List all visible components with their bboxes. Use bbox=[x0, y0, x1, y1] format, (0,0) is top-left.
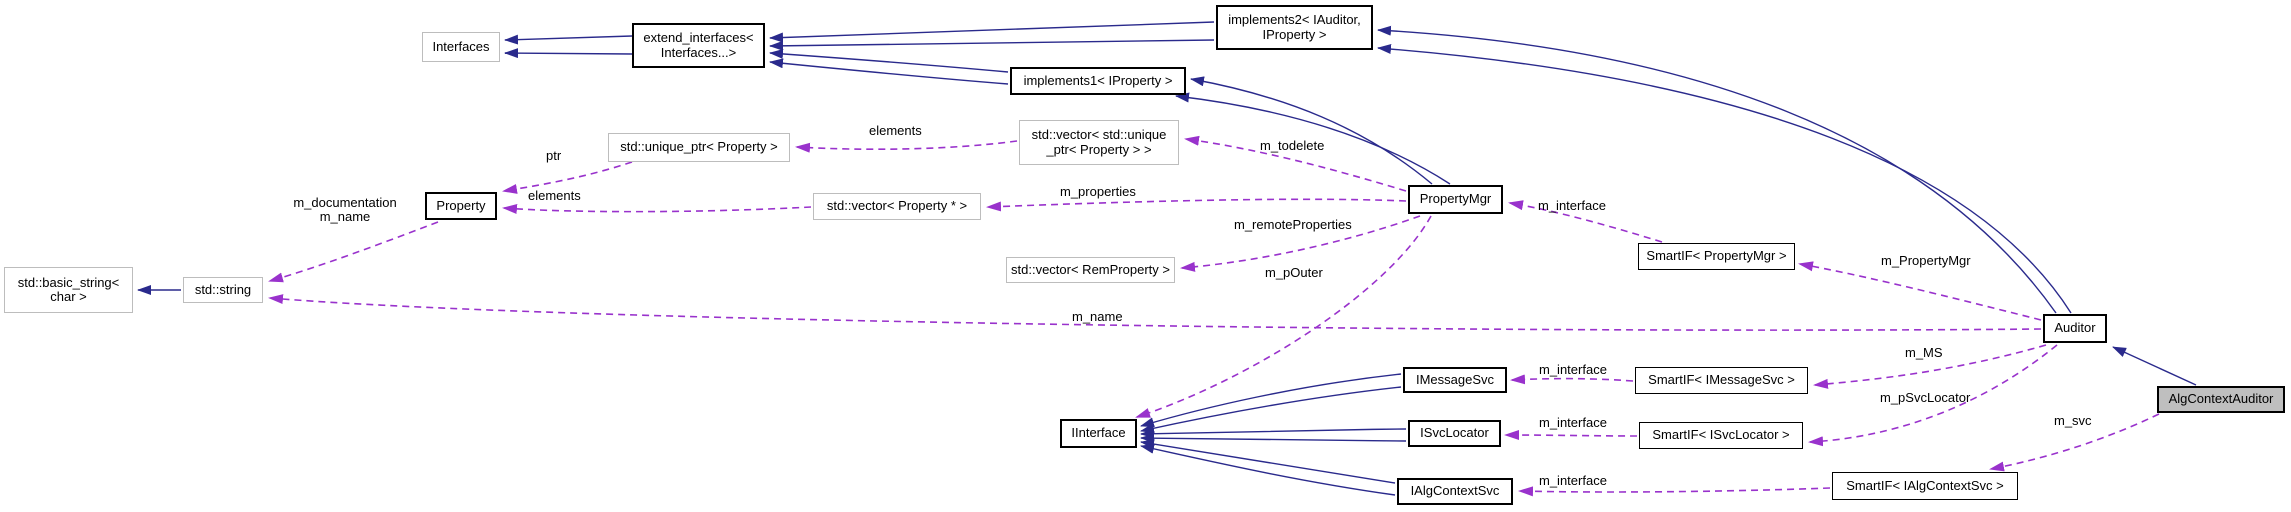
edge-propertymgr-to-implements1-2 bbox=[1175, 92, 1451, 185]
edge-imessagesvc-to-iinterface-1 bbox=[1140, 373, 1402, 428]
edge-label-m-remoteproperties: m_remoteProperties bbox=[1234, 217, 1352, 232]
edge-implements1-to-extend-1 bbox=[769, 48, 1009, 73]
edge-elements-vector-pptr bbox=[502, 203, 812, 214]
node-std-unique-ptr-property: std::unique_ptr< Property > bbox=[608, 133, 790, 162]
edge-m-interface-imessagesvc bbox=[1510, 374, 1634, 385]
edge-auditor-to-implements2-2 bbox=[1377, 44, 2072, 314]
edge-label-m-properties: m_properties bbox=[1060, 184, 1136, 199]
edge-m-ms bbox=[1813, 344, 2047, 389]
edge-extend-to-interfaces-2 bbox=[504, 48, 633, 59]
edge-isvclocator-to-iinterface-1 bbox=[1140, 428, 1407, 439]
node-std-vector-unique-ptr: std::vector< std::unique _ptr< Property … bbox=[1019, 120, 1179, 165]
node-iinterface[interactable]: IInterface bbox=[1060, 419, 1137, 448]
node-propertymgr[interactable]: PropertyMgr bbox=[1408, 185, 1503, 214]
edge-label-ptr: ptr bbox=[546, 148, 562, 163]
edge-m-psvclocator bbox=[1808, 344, 2058, 447]
edge-m-interface-isvclocator bbox=[1504, 430, 1638, 441]
edge-label-m-propertymgr: m_PropertyMgr bbox=[1881, 253, 1971, 268]
edge-auditor-to-implements2-1 bbox=[1377, 25, 2057, 314]
edge-label-m-pouter: m_pOuter bbox=[1265, 265, 1323, 280]
inheritance-edges bbox=[137, 21, 2197, 496]
edge-m-documentation-m-name bbox=[268, 221, 439, 283]
node-imessagesvc[interactable]: IMessageSvc bbox=[1403, 367, 1507, 393]
node-smartif-propertymgr[interactable]: SmartIF< PropertyMgr > bbox=[1638, 243, 1795, 270]
node-interfaces: Interfaces bbox=[422, 32, 500, 62]
node-smartif-imessagesvc[interactable]: SmartIF< IMessageSvc > bbox=[1635, 367, 1808, 394]
node-isvclocator[interactable]: ISvcLocator bbox=[1408, 420, 1501, 447]
node-smartif-isvclocator[interactable]: SmartIF< ISvcLocator > bbox=[1639, 422, 1803, 449]
edge-imessagesvc-to-iinterface-2 bbox=[1140, 386, 1402, 434]
edge-isvclocator-to-iinterface-2 bbox=[1140, 433, 1407, 444]
node-extend-interfaces[interactable]: extend_interfaces< Interfaces...> bbox=[632, 23, 765, 68]
edge-label-m-interface-imessagesvc: m_interface bbox=[1539, 362, 1607, 377]
node-std-basic-string: std::basic_string< char > bbox=[4, 267, 133, 313]
edge-label-elements-upper: elements bbox=[869, 123, 922, 138]
node-ialgcontextsvc[interactable]: IAlgContextSvc bbox=[1397, 478, 1513, 505]
node-std-string: std::string bbox=[183, 277, 263, 303]
edge-m-interface-propertymgr bbox=[1508, 200, 1663, 243]
edge-m-properties bbox=[986, 198, 1407, 212]
node-property[interactable]: Property bbox=[425, 192, 497, 220]
edge-ptr bbox=[502, 161, 633, 194]
edge-m-pouter bbox=[1135, 215, 1432, 418]
edge-m-propertymgr bbox=[1798, 261, 2042, 321]
edge-implements2-to-extend-1 bbox=[769, 21, 1215, 43]
edge-m-remoteproperties bbox=[1180, 215, 1421, 272]
edge-m-name bbox=[268, 294, 2042, 331]
node-std-vector-property-ptr: std::vector< Property * > bbox=[813, 193, 981, 220]
edge-label-m-ms: m_MS bbox=[1905, 345, 1943, 360]
edge-label-m-documentation-m-name: m_documentation m_name bbox=[293, 195, 397, 224]
edge-label-m-todelete: m_todelete bbox=[1260, 138, 1325, 153]
edge-m-interface-ialgcontextsvc bbox=[1518, 486, 1831, 497]
edge-m-svc bbox=[1989, 413, 2160, 472]
edge-label-m-name: m_name bbox=[1072, 309, 1123, 324]
edge-ialgcontextsvc-to-iinterface-1 bbox=[1140, 439, 1396, 484]
node-smartif-ialgcontextsvc[interactable]: SmartIF< IAlgContextSvc > bbox=[1832, 472, 2018, 500]
usage-edges bbox=[268, 135, 2160, 497]
edge-label-m-svc: m_svc bbox=[2054, 413, 2092, 428]
edge-label-m-interface-ialgcontextsvc: m_interface bbox=[1539, 473, 1607, 488]
edge-elements-vector-uptr bbox=[795, 140, 1018, 153]
edge-extend-to-interfaces-1 bbox=[504, 34, 633, 45]
edge-implements1-to-extend-2 bbox=[769, 58, 1009, 85]
edge-label-m-interface-isvclocator: m_interface bbox=[1539, 415, 1607, 430]
node-algcontextauditor: AlgContextAuditor bbox=[2157, 386, 2285, 413]
edge-m-todelete bbox=[1184, 135, 1407, 192]
edge-propertymgr-to-implements1-1 bbox=[1190, 76, 1433, 185]
node-auditor[interactable]: Auditor bbox=[2043, 314, 2107, 343]
edge-algcontextauditor-to-auditor bbox=[2112, 346, 2197, 386]
edge-label-elements-lower: elements bbox=[528, 188, 581, 203]
edge-label-m-psvclocator: m_pSvcLocator bbox=[1880, 390, 1971, 405]
node-implements1[interactable]: implements1< IProperty > bbox=[1010, 67, 1186, 95]
node-implements2[interactable]: implements2< IAuditor, IProperty > bbox=[1216, 5, 1373, 50]
node-std-vector-remproperty: std::vector< RemProperty > bbox=[1006, 257, 1175, 283]
edge-label-m-interface-propertymgr: m_interface bbox=[1538, 198, 1606, 213]
edge-ialgcontextsvc-to-iinterface-2 bbox=[1140, 443, 1396, 496]
edge-implements2-to-extend-2 bbox=[769, 39, 1215, 51]
